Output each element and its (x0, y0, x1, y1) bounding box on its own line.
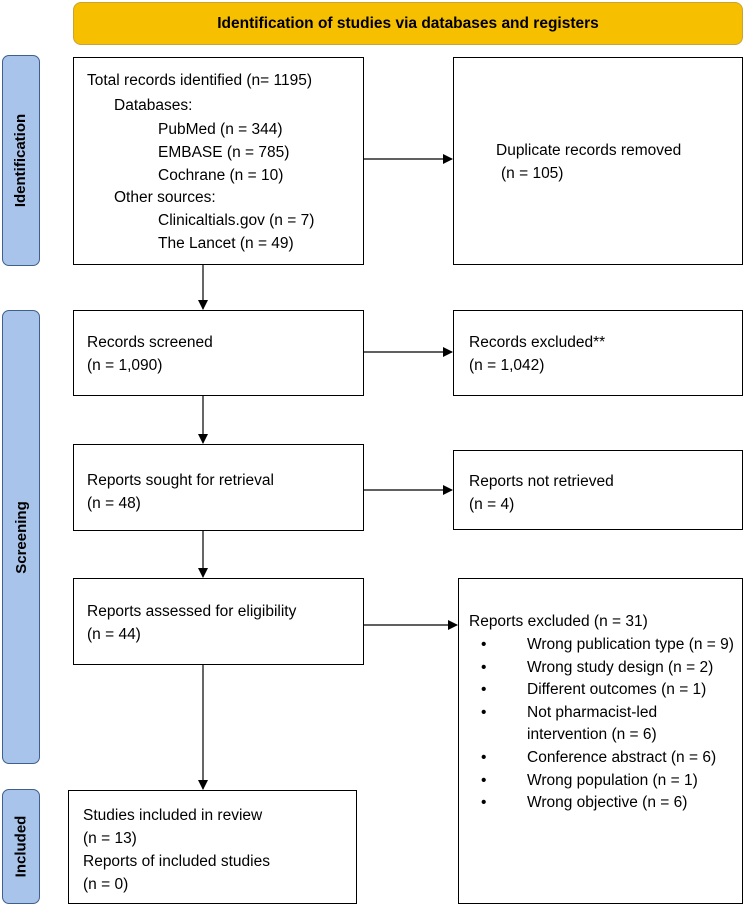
exclusion-reason: • Different outcomes (n = 1) (469, 679, 737, 702)
exclusion-reason-text: Conference abstract (n = 6) (527, 748, 717, 766)
phase-included: Included (2, 789, 40, 904)
assessed-count: (n = 44) (87, 626, 141, 643)
other-sources-label: Other sources: (114, 189, 216, 206)
not-retrieved-count: (n = 4) (469, 496, 515, 513)
exclusion-reason-text: Different outcomes (n = 1) (527, 681, 707, 699)
reports-excluded-title: Reports excluded (n = 31) (469, 613, 648, 630)
sought-label: Reports sought for retrieval (87, 472, 274, 489)
included-reports-label: Reports of included studies (83, 853, 270, 870)
exclusion-reason: • Wrong publication type (n = 9) (469, 634, 737, 657)
bullet-icon: • (481, 748, 487, 766)
studies-included-box: Studies included in review (n = 13) Repo… (68, 790, 357, 904)
sought-count: (n = 48) (87, 495, 141, 512)
pubmed-count: PubMed (n = 344) (158, 121, 283, 138)
bullet-icon: • (481, 771, 487, 789)
not-retrieved-label: Reports not retrieved (469, 473, 614, 490)
records-excluded-box: Records excluded** (n = 1,042) (453, 310, 743, 396)
databases-label: Databases: (114, 97, 193, 114)
exclusion-reason: • Wrong study design (n = 2) (469, 657, 737, 680)
clinicaltrials-count: Clinicaltials.gov (n = 7) (158, 212, 315, 229)
lancet-count: The Lancet (n = 49) (158, 235, 294, 252)
duplicates-label: Duplicate records removed (496, 142, 682, 159)
reports-excluded-box: Reports excluded (n = 31) • Wrong publica… (458, 578, 743, 904)
cochrane-count: Cochrane (n = 10) (158, 167, 284, 184)
phase-screening: Screening (2, 310, 40, 764)
bullet-icon: • (481, 794, 487, 812)
exclusion-reason-text: Wrong publication type (n = 9) (527, 636, 734, 653)
header-title: Identification of studies via databases … (217, 14, 599, 32)
screened-label: Records screened (87, 334, 213, 351)
exclusion-reason-text: Wrong population (n = 1) (527, 771, 698, 789)
included-studies-label: Studies included in review (83, 807, 263, 824)
reports-not-retrieved-box: Reports not retrieved (n = 4) (453, 450, 743, 530)
exclusion-reason-text: Wrong objective (n = 6) (527, 794, 688, 812)
included-studies-count: (n = 13) (83, 830, 137, 847)
exclusion-reason-text: Wrong study design (n = 2) (527, 658, 714, 676)
exclusion-reason-text: Not pharmacist-led intervention (n = 6) (527, 703, 658, 744)
bullet-icon: • (481, 636, 487, 653)
bullet-icon: • (481, 658, 487, 676)
bullet-icon: • (481, 703, 487, 721)
phase-identification: Identification (2, 55, 40, 266)
section-header: Identification of studies via databases … (73, 2, 743, 45)
assessed-label: Reports assessed for eligibility (87, 603, 297, 620)
excluded-count: (n = 1,042) (469, 357, 545, 374)
exclusion-reason: • Wrong population (n = 1) (469, 770, 737, 793)
duplicates-count: (n = 105) (501, 165, 564, 182)
duplicates-removed-box: Duplicate records removed (n = 105) (453, 57, 743, 265)
records-screened-box: Records screened (n = 1,090) (73, 310, 364, 396)
exclusion-reason: • Conference abstract (n = 6) (469, 747, 737, 770)
included-reports-count: (n = 0) (83, 876, 129, 893)
records-identified-box: Total records identified (n= 1195) Datab… (73, 57, 364, 265)
total-records: Total records identified (n= 1195) (87, 72, 313, 89)
exclusion-reasons-list: • Wrong publication type (n = 9) • Wrong s… (469, 634, 737, 815)
exclusion-reason: • Not pharmacist-led intervention (n = 6) (469, 702, 737, 747)
reports-sought-box: Reports sought for retrieval (n = 48) (73, 444, 364, 531)
reports-assessed-box: Reports assessed for eligibility (n = 44… (73, 578, 364, 665)
embase-count: EMBASE (n = 785) (158, 144, 290, 161)
screened-count: (n = 1,090) (87, 357, 163, 374)
bullet-icon: • (481, 681, 487, 699)
exclusion-reason: • Wrong objective (n = 6) (469, 792, 737, 815)
excluded-label: Records excluded** (469, 334, 606, 351)
